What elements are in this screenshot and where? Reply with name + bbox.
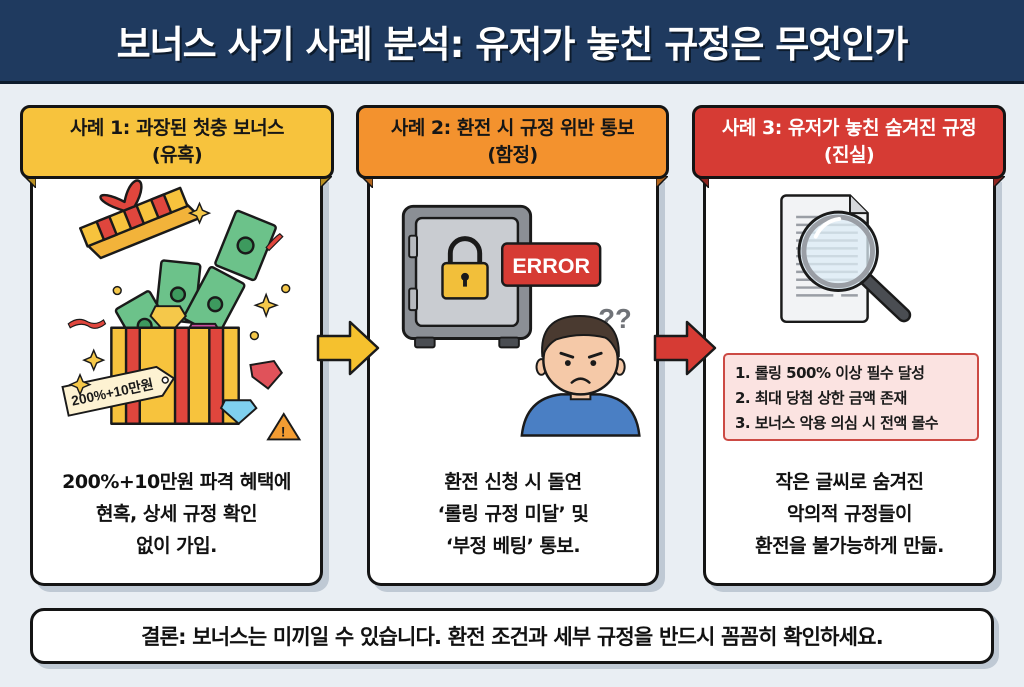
page-title: 보너스 사기 사례 분석: 유저가 놓친 규정은 무엇인가 <box>116 22 909 66</box>
error-badge-label: ERROR <box>512 254 590 278</box>
banner-fold-icon <box>361 176 373 188</box>
description-line: 200%+10만원 파격 혜택에 <box>62 471 291 493</box>
arrow-right-icon <box>316 320 380 376</box>
conclusion-box: 결론: 보너스는 미끼일 수 있습니다. 환전 조건과 세부 규정을 반드시 꼼… <box>30 608 994 664</box>
case-3-heading-subtitle: (진실) <box>823 144 875 166</box>
banner-fold-icon <box>697 176 709 188</box>
case-1-heading: 사례 1: 과장된 첫충 보너스 (유혹) <box>20 105 334 179</box>
arrow-right-icon <box>653 320 717 376</box>
banner-fold-icon <box>656 176 668 188</box>
description-line: 환전을 불가능하게 만듦. <box>755 535 944 557</box>
description-line: ‘롤링 규정 미달’ 및 <box>437 503 589 525</box>
description-line: 현혹, 상세 규정 확인 <box>96 503 257 525</box>
case-3-heading: 사례 3: 유저가 놓친 숨겨진 규정 (진실) <box>692 105 1006 179</box>
svg-text:!: ! <box>281 424 286 439</box>
case-2-heading-title: 사례 2: 환전 시 규정 위반 통보 <box>390 117 635 139</box>
case-3-description: 작은 글씨로 숨겨진 악의적 규정들이 환전을 불가능하게 만듦. <box>706 466 993 562</box>
description-line: 악의적 규정들이 <box>787 503 912 525</box>
case-2-description: 환전 신청 시 돌연 ‘롤링 규정 미달’ 및 ‘부정 베팅’ 통보. <box>370 466 656 562</box>
case-2-card: ERROR ?? 환전 신청 시 돌연 ‘롤링 규정 미달’ 및 ‘부정 베팅’… <box>367 176 659 586</box>
case-2-heading-subtitle: (함정) <box>487 144 538 166</box>
case-1-card: 200%+10만원 ! 200%+10만원 파격 혜택에 현혹, 상세 규정 확… <box>30 176 323 586</box>
description-line: 환전 신청 시 돌연 <box>444 471 582 493</box>
magnifier-document-illustration-icon <box>780 194 912 324</box>
hidden-rule-item: 2. 최대 당첨 상한 금액 존재 <box>735 389 907 407</box>
gift-box-illustration-icon: 200%+10만원 ! <box>61 179 302 441</box>
conclusion-text: 결론: 보너스는 미끼일 수 있습니다. 환전 조건과 세부 규정을 반드시 꼼… <box>141 625 884 649</box>
hidden-rule-item: 1. 롤링 500% 이상 필수 달성 <box>735 364 925 382</box>
description-line: 없이 가입. <box>136 535 217 557</box>
case-2-heading: 사례 2: 환전 시 규정 위반 통보 (함정) <box>356 105 669 179</box>
title-bar: 보너스 사기 사례 분석: 유저가 놓친 규정은 무엇인가 <box>0 0 1024 84</box>
banner-fold-icon <box>993 176 1005 188</box>
banner-fold-icon <box>24 176 36 188</box>
case-1-heading-title: 사례 1: 과장된 첫충 보너스 <box>69 117 285 139</box>
description-line: 작은 글씨로 숨겨진 <box>775 471 924 493</box>
hidden-rules-list: 1. 롤링 500% 이상 필수 달성 2. 최대 당첨 상한 금액 존재 3.… <box>723 353 979 441</box>
locked-safe-illustration-icon: ERROR ?? <box>401 204 641 437</box>
banner-fold-icon <box>320 176 332 188</box>
description-line: ‘부정 베팅’ 통보. <box>445 535 581 557</box>
case-1-heading-subtitle: (유혹) <box>151 144 203 166</box>
case-3-heading-title: 사례 3: 유저가 놓친 숨겨진 규정 <box>721 117 977 139</box>
case-3-card: 1. 롤링 500% 이상 필수 달성 2. 최대 당첨 상한 금액 존재 3.… <box>703 176 996 586</box>
hidden-rule-item: 3. 보너스 악용 의심 시 전액 몰수 <box>735 414 939 432</box>
case-1-description: 200%+10만원 파격 혜택에 현혹, 상세 규정 확인 없이 가입. <box>33 466 320 562</box>
